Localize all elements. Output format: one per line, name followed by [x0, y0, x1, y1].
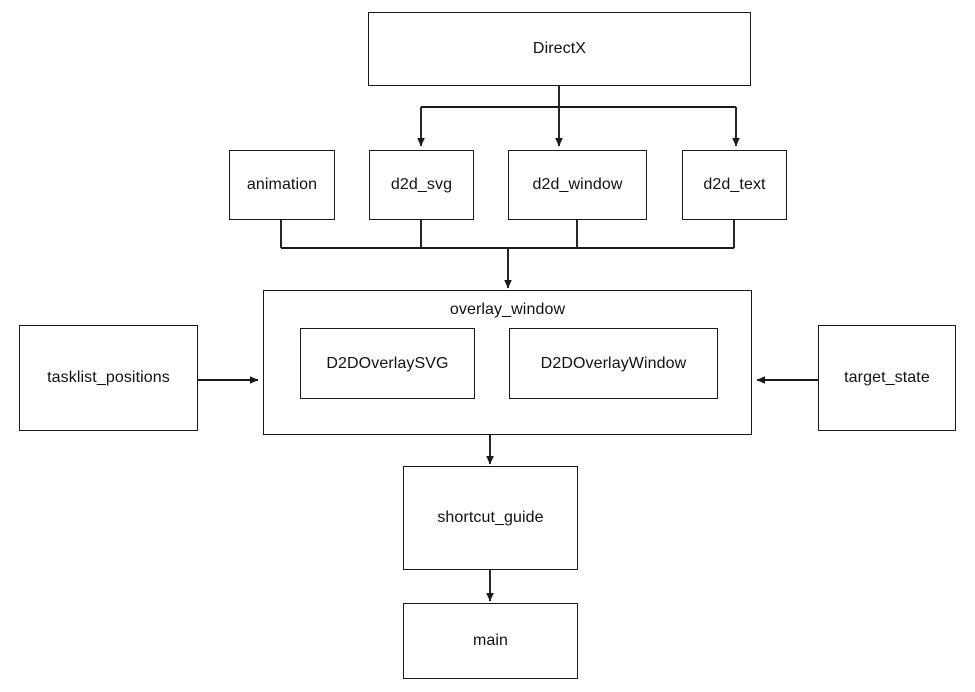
node-animation[interactable]: animation: [229, 150, 335, 220]
node-d2d-text-label: d2d_text: [703, 176, 766, 193]
node-d2d-overlay-window-label: D2DOverlayWindow: [540, 354, 687, 372]
node-tasklist-positions[interactable]: tasklist_positions: [19, 325, 198, 431]
node-tasklist-positions-label: tasklist_positions: [47, 369, 170, 386]
node-d2d-overlay-window[interactable]: D2DOverlayWindow: [509, 328, 718, 399]
node-shortcut-guide-label: shortcut_guide: [437, 509, 544, 526]
node-main-label: main: [472, 632, 509, 649]
node-target-state[interactable]: target_state: [818, 325, 956, 431]
node-d2d-svg[interactable]: d2d_svg: [369, 150, 474, 220]
node-d2d-overlay-svg[interactable]: D2DOverlaySVG: [300, 328, 475, 399]
node-animation-label: animation: [246, 176, 318, 193]
node-d2d-svg-label: d2d_svg: [390, 176, 453, 193]
node-overlay-window[interactable]: overlay_window D2DOverlaySVG D2DOverlayW…: [263, 290, 752, 435]
node-directx[interactable]: DirectX: [368, 12, 751, 86]
node-main[interactable]: main: [403, 603, 578, 679]
node-shortcut-guide[interactable]: shortcut_guide: [403, 466, 578, 570]
node-overlay-window-label: overlay_window: [449, 301, 566, 318]
node-d2d-window[interactable]: d2d_window: [508, 150, 647, 220]
node-directx-label: DirectX: [532, 40, 587, 57]
node-d2d-text[interactable]: d2d_text: [682, 150, 787, 220]
node-d2d-overlay-svg-label: D2DOverlaySVG: [326, 354, 449, 372]
node-d2d-window-label: d2d_window: [532, 176, 623, 193]
node-target-state-label: target_state: [844, 369, 930, 386]
